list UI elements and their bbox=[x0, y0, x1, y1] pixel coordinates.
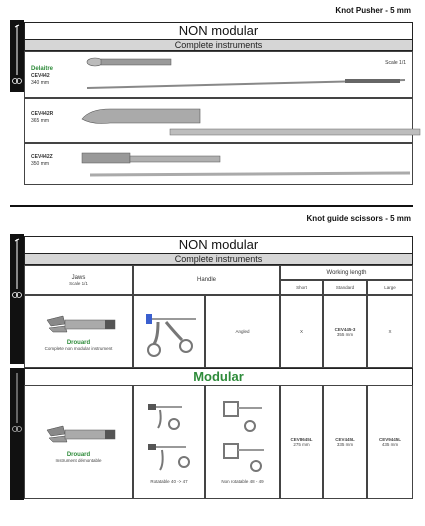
knot-pusher-image bbox=[86, 57, 406, 89]
modular-jaws-cell: Drouard Instrument démontable bbox=[24, 385, 133, 499]
instrument-size: 350 mm bbox=[31, 161, 50, 167]
pusher-row-1: Delaitre CEV442 340 mm Scale 1/1 bbox=[24, 51, 413, 98]
instrument-size: 275 mm bbox=[293, 442, 310, 447]
knot-pusher-image bbox=[81, 108, 421, 136]
jaws-image bbox=[46, 315, 116, 333]
header-short: Short bbox=[280, 280, 323, 295]
header-handle: Handle bbox=[133, 265, 280, 295]
knot-pusher-image bbox=[81, 152, 411, 177]
sidebar-modular-tab bbox=[10, 368, 24, 500]
rotatable-handle-cell: Rotatable 40 -> 47 bbox=[133, 385, 205, 499]
non-rotatable-handle-image bbox=[223, 401, 264, 472]
scale-note: Scale 1/1 bbox=[385, 60, 406, 66]
header-standard: Standard bbox=[323, 280, 367, 295]
instrument-size: 335 mm bbox=[336, 442, 354, 447]
pusher-row-3: CEV442Z 350 mm bbox=[24, 143, 413, 185]
section-title-knot-guide-scissors: Knot guide scissors - 5 mm bbox=[306, 214, 411, 223]
short-cell: X bbox=[280, 295, 323, 368]
instrument-desc: Complete non modular instrument bbox=[44, 346, 113, 351]
product-code: CEV8645L bbox=[290, 437, 313, 442]
handle-type-cell: Angled bbox=[205, 295, 280, 368]
standard-cell: CEV445-3 355 mm bbox=[323, 295, 367, 368]
instrument-size: 435 mm bbox=[381, 442, 399, 447]
row-1-label: Delaitre CEV442 340 mm bbox=[31, 66, 53, 87]
header-large: Large bbox=[367, 280, 413, 295]
product-code: CEV442R bbox=[31, 111, 54, 117]
jaws-image bbox=[46, 425, 116, 443]
modular-large-cell: CEV9445L 435 mm bbox=[367, 385, 413, 499]
modular-standard-cell: CEV445L 335 mm bbox=[323, 385, 367, 499]
header-working-length: Working length bbox=[280, 265, 413, 280]
instrument-name: Drouard bbox=[66, 452, 91, 458]
jaws-scale: Scale 1/1 bbox=[69, 280, 88, 286]
band-non-modular: NON modular bbox=[24, 22, 413, 39]
instrument-size: 340 mm bbox=[31, 80, 50, 86]
scissors-icon bbox=[12, 373, 22, 432]
product-code: CEV445L bbox=[335, 437, 355, 442]
row-3-label: CEV442Z 350 mm bbox=[31, 154, 53, 168]
product-code: CEV445-3 bbox=[334, 326, 356, 332]
section-title-knot-pusher: Knot Pusher - 5 mm bbox=[335, 6, 411, 15]
instrument-desc: Instrument démontable bbox=[55, 458, 102, 463]
band-non-modular: NON modular bbox=[24, 236, 413, 253]
rotatable-label: Rotatable 40 -> 47 bbox=[150, 479, 188, 484]
header-jaws: Jaws Scale 1/1 bbox=[24, 265, 133, 295]
jaws-label: Jaws bbox=[71, 274, 86, 281]
band-modular: Modular bbox=[24, 368, 413, 385]
band-complete-instruments: Complete instruments bbox=[24, 39, 413, 51]
nonmodular-handle-image-cell bbox=[133, 295, 205, 368]
large-cell: X bbox=[367, 295, 413, 368]
angled-handle-image bbox=[146, 314, 196, 357]
instrument-name: Delaitre bbox=[31, 66, 54, 72]
product-code: CEV442 bbox=[31, 73, 50, 79]
instrument-size: 365 mm bbox=[31, 118, 50, 124]
band-complete-instruments: Complete instruments bbox=[24, 253, 413, 265]
modular-short-cell: CEV8645L 275 mm bbox=[280, 385, 323, 499]
product-code: CEV442Z bbox=[31, 154, 53, 160]
rotatable-handle-image bbox=[148, 404, 190, 471]
section-divider bbox=[10, 205, 413, 207]
product-code: CEV9445L bbox=[378, 437, 401, 442]
instrument-size: 355 mm bbox=[336, 331, 354, 337]
sidebar-instrument-tab bbox=[10, 20, 24, 92]
pusher-row-2: CEV442R 365 mm bbox=[24, 98, 421, 143]
sidebar-instrument-tab bbox=[10, 234, 24, 364]
scissors-icon bbox=[12, 24, 22, 84]
non-rotatable-label: Non rotatable 48 - 49 bbox=[221, 479, 264, 484]
non-rotatable-handle-cell: Non rotatable 48 - 49 bbox=[205, 385, 280, 499]
nonmodular-jaws-cell: Drouard Complete non modular instrument bbox=[24, 295, 133, 368]
row-2-label: CEV442R 365 mm bbox=[31, 111, 53, 125]
scissors-icon bbox=[12, 238, 22, 298]
instrument-name: Drouard bbox=[66, 340, 91, 346]
